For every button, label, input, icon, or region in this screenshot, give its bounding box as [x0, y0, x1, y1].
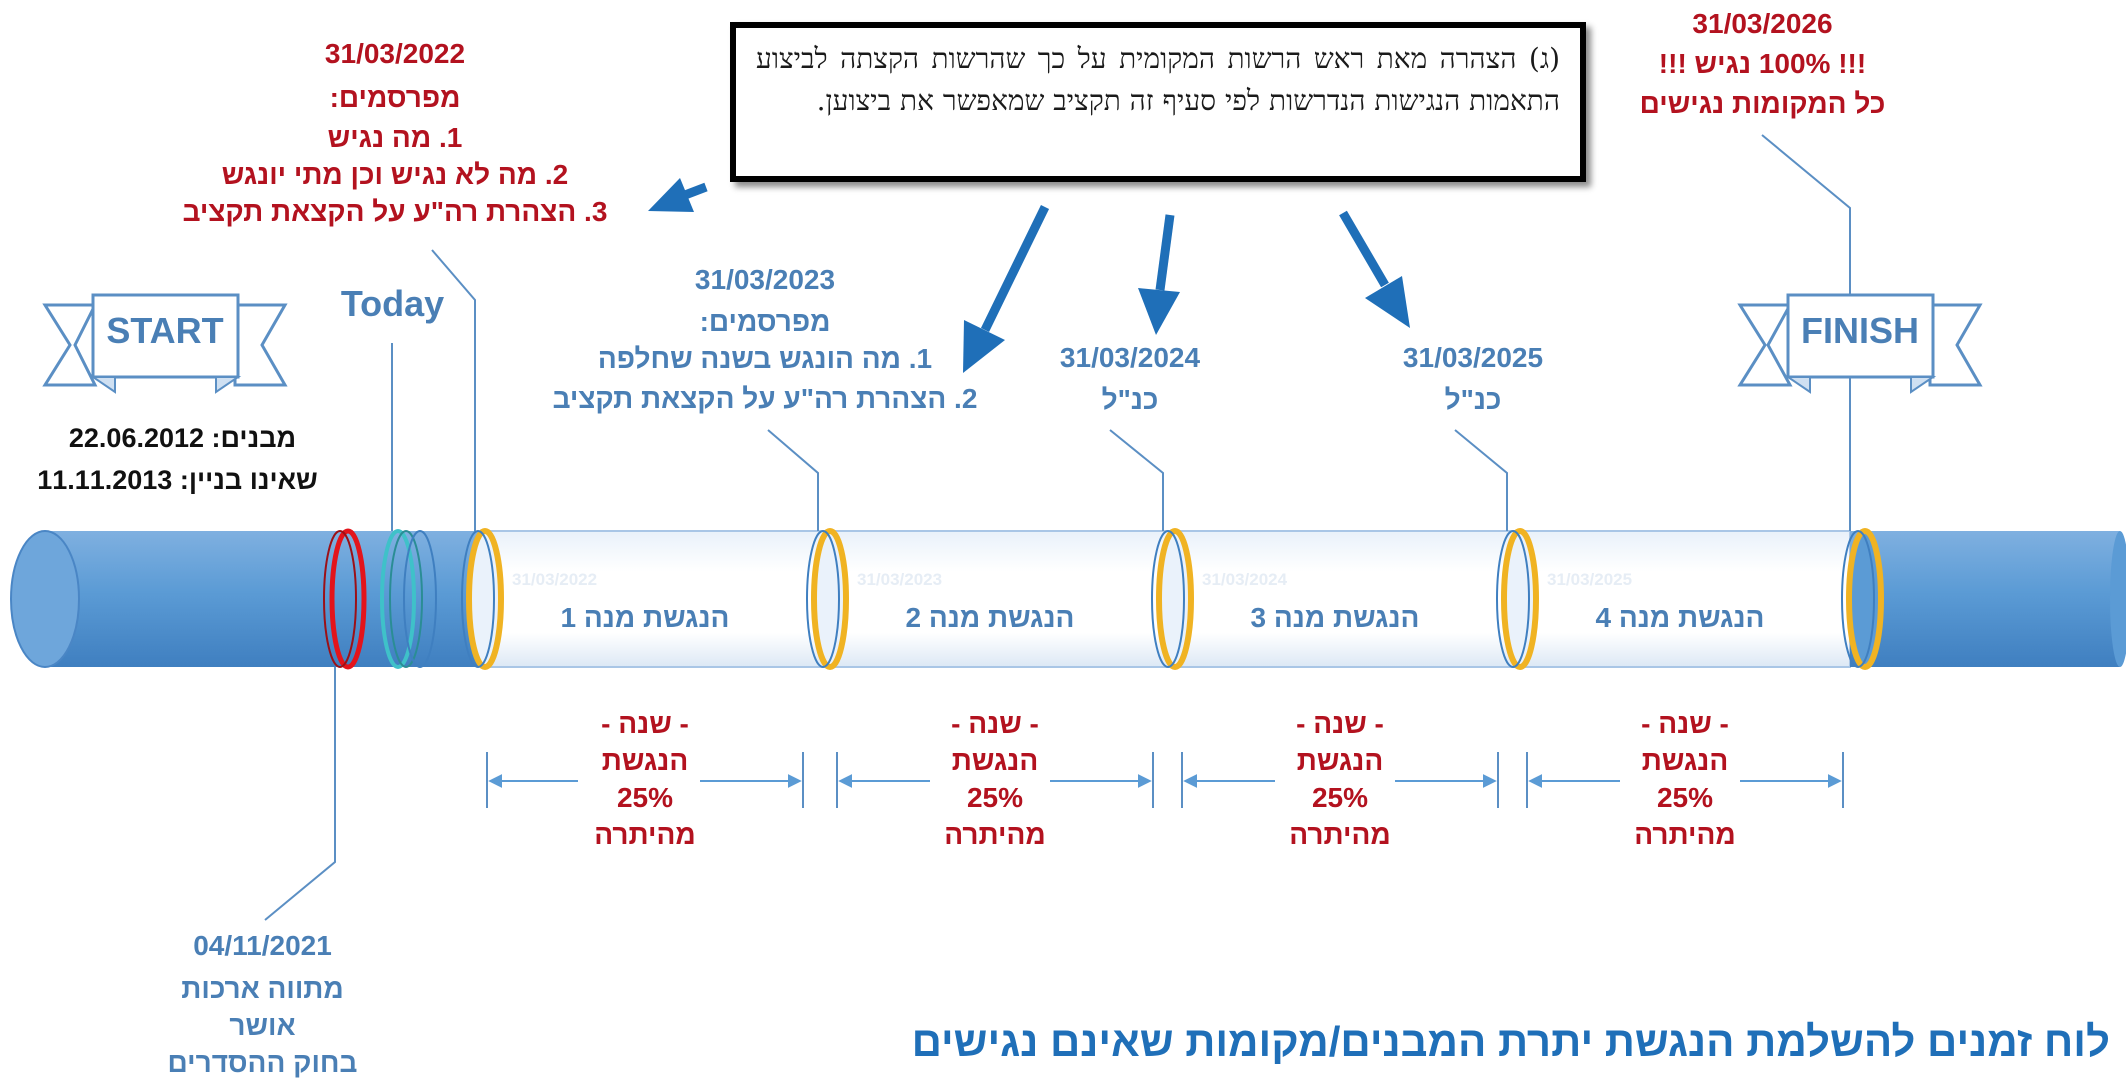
today-label: Today — [340, 283, 445, 324]
duration-1-line-1: - שנה - — [601, 708, 689, 739]
segment-4-label: הנגשת מנה 4 — [1595, 602, 1765, 633]
duration-2-line-1: - שנה - — [951, 708, 1039, 739]
duration-2: - שנה - הנגשת 25% מהיתרה — [920, 705, 1070, 853]
milestone-2022-item-3: 3. הצהרת רה"ע על הקצאת תקציב — [182, 196, 608, 227]
segment-4-faint-date: 31/03/2025 — [1547, 570, 1633, 589]
milestone-2022-item-2: 2. מה לא נגיש וכן מתי יונגש — [221, 159, 569, 190]
milestone-2021-line-2: אושר — [229, 1010, 296, 1041]
start-date-non-buildings: שאינו בניין: 11.11.2013 — [37, 465, 318, 495]
milestone-2024-date: 31/03/2024 — [1059, 342, 1201, 373]
arrow-to-2022-head — [648, 178, 694, 212]
quote-box: (ג) הצהרה מאת ראש הרשות המקומית על כך שה… — [730, 22, 1586, 182]
arrow-to-2024-head — [1138, 288, 1180, 335]
duration-3-line-1: - שנה - — [1296, 708, 1384, 739]
arrow-to-2024 — [1155, 214, 1175, 291]
finish-banner-label: FINISH — [1800, 310, 1919, 351]
duration-4: - שנה - הנגשת 25% מהיתרה — [1610, 705, 1760, 853]
leader-2025 — [1454, 429, 1508, 531]
milestone-2024-note: כנ"ל — [1101, 384, 1159, 415]
milestone-2025-date: 31/03/2025 — [1402, 342, 1544, 373]
page-title: לוח זמנים להשלמת הנגשת יתרת המבנים/מקומו… — [911, 1018, 2110, 1065]
milestone-2023-item-2: 2. הצהרת רה"ע על הקצאת תקציב — [552, 383, 978, 414]
milestone-2021-date: 04/11/2021 — [193, 930, 332, 961]
duration-3-line-3: 25% — [1311, 782, 1369, 813]
duration-2-line-4: מהיתרה — [944, 819, 1046, 850]
duration-1-line-2: הנגשת — [601, 745, 689, 776]
arrow-to-2023 — [980, 205, 1050, 332]
duration-3: - שנה - הנגשת 25% מהיתרה — [1265, 705, 1415, 853]
start-banner-label: START — [106, 310, 224, 351]
milestone-2026-date: 31/03/2026 — [1692, 8, 1833, 39]
duration-4-line-2: הנגשת — [1641, 745, 1729, 776]
arrow-to-2025-head — [1365, 276, 1410, 328]
leader-lines — [264, 134, 1851, 921]
leader-2026 — [1761, 134, 1851, 531]
duration-arrow-4 — [1526, 752, 1844, 808]
segment-2-faint-date: 31/03/2023 — [857, 570, 943, 589]
quote-text: (ג) הצהרה מאת ראש הרשות המקומית על כך שה… — [756, 42, 1560, 117]
duration-arrows — [486, 752, 1844, 808]
duration-3-line-2: הנגשת — [1296, 745, 1384, 776]
ring-2021 — [323, 528, 367, 670]
start-banner — [42, 293, 288, 394]
duration-1-line-3: 25% — [616, 782, 674, 813]
quote-arrows — [648, 178, 1410, 373]
segment-1-label: הנגשת מנה 1 — [560, 602, 730, 633]
duration-arrow-3 — [1181, 752, 1499, 808]
milestone-2022-date: 31/03/2022 — [324, 38, 466, 69]
milestone-2026-note: כל המקומות נגישים — [1639, 88, 1886, 119]
arrow-to-2023-head — [963, 320, 1005, 373]
duration-arrow-1 — [486, 752, 804, 808]
ring-today — [380, 529, 437, 669]
milestone-2025-note: כנ"ל — [1444, 384, 1502, 415]
duration-2-line-3: 25% — [966, 782, 1024, 813]
milestone-2022-item-1: 1. מה נגיש — [327, 122, 463, 153]
segment-3-label: הנגשת מנה 3 — [1250, 602, 1420, 633]
milestone-2023-heading: מפרסמים: — [699, 306, 831, 337]
milestone-2023-item-1: 1. מה הונגש בשנה שחלפה — [597, 343, 933, 374]
duration-4-line-3: 25% — [1656, 782, 1714, 813]
segment-1-faint-date: 31/03/2022 — [512, 570, 598, 589]
duration-4-line-1: - שנה - — [1641, 708, 1729, 739]
milestone-2022-heading: מפרסמים: — [329, 82, 461, 113]
duration-1-line-4: מהיתרה — [594, 819, 696, 850]
leader-2022 — [431, 249, 476, 531]
milestone-2023-date: 31/03/2023 — [694, 264, 836, 295]
duration-4-line-4: מהיתרה — [1634, 819, 1736, 850]
milestone-2021-line-3: בחוק ההסדרים — [167, 1047, 358, 1078]
duration-2-line-2: הנגשת — [951, 745, 1039, 776]
segment-2-label: הנגשת מנה 2 — [905, 602, 1075, 633]
leader-2021 — [264, 667, 336, 921]
leader-2024 — [1109, 429, 1164, 531]
finish-banner — [1737, 293, 1983, 394]
segment-3-faint-date: 31/03/2024 — [1202, 570, 1288, 589]
duration-1: - שנה - הנגשת 25% מהיתרה — [570, 705, 720, 853]
milestone-2021-line-1: מתווה ארכות — [181, 973, 344, 1004]
leader-2023 — [767, 429, 819, 531]
milestone-2026-status: !!! 100% נגיש !!! — [1658, 48, 1867, 79]
duration-3-line-4: מהיתרה — [1289, 819, 1391, 850]
ring-segment-boundaries — [461, 528, 1884, 670]
duration-arrow-2 — [836, 752, 1154, 808]
start-date-buildings: מבנים: 22.06.2012 — [68, 423, 297, 453]
arrow-to-2025 — [1339, 210, 1389, 288]
